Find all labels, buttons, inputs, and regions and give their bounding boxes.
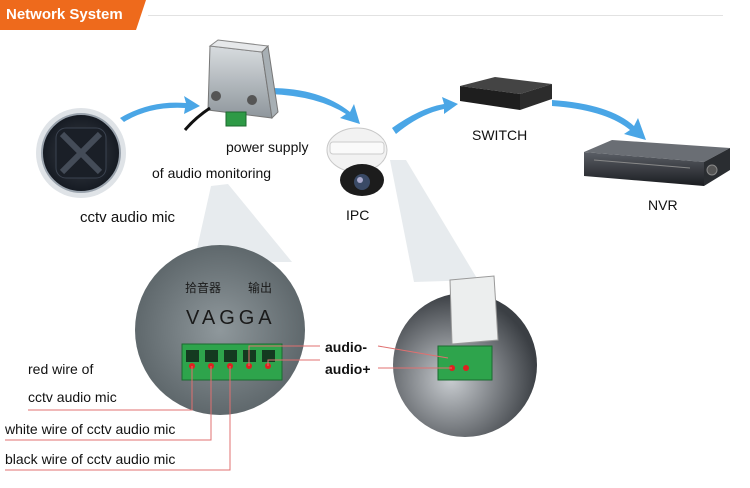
wire-lines <box>5 345 452 471</box>
terminal-closeup-right <box>393 275 537 437</box>
flow-arrows <box>120 88 646 140</box>
red-wire-label: red wire of <box>28 361 94 377</box>
red-wire-label-line2: cctv audio mic <box>28 389 117 405</box>
header-divider <box>148 15 723 16</box>
terminal-closeup-left <box>135 245 305 415</box>
black-wire-label: black wire of cctv audio mic <box>5 451 176 467</box>
ipc-camera-image <box>326 127 388 196</box>
nvr-label: NVR <box>648 197 678 213</box>
audio-minus-label: audio- <box>325 339 367 355</box>
switch-image <box>460 77 552 110</box>
mic-label: cctv audio mic <box>80 209 176 226</box>
terminal-chinese-label-1: 拾音器 <box>185 281 222 295</box>
power-supply-label: power supply <box>226 139 309 155</box>
ipc-label: IPC <box>346 207 370 223</box>
zoom-beam-right <box>390 160 478 282</box>
terminal-chinese-label-2: 输出 <box>248 281 273 295</box>
section-title-banner: Network System <box>0 0 146 30</box>
section-title: Network System <box>6 6 123 23</box>
cctv-audio-mic-image <box>36 108 126 198</box>
terminal-letters: VAGGA <box>186 307 276 329</box>
power-supply-image <box>183 39 279 131</box>
switch-label: SWITCH <box>472 127 528 143</box>
zoom-beam-left <box>194 184 292 262</box>
nvr-image <box>584 140 730 186</box>
white-wire-label: white wire of cctv audio mic <box>5 421 176 437</box>
power-supply-label-line2: of audio monitoring <box>152 165 272 181</box>
audio-plus-label: audio+ <box>325 361 371 377</box>
